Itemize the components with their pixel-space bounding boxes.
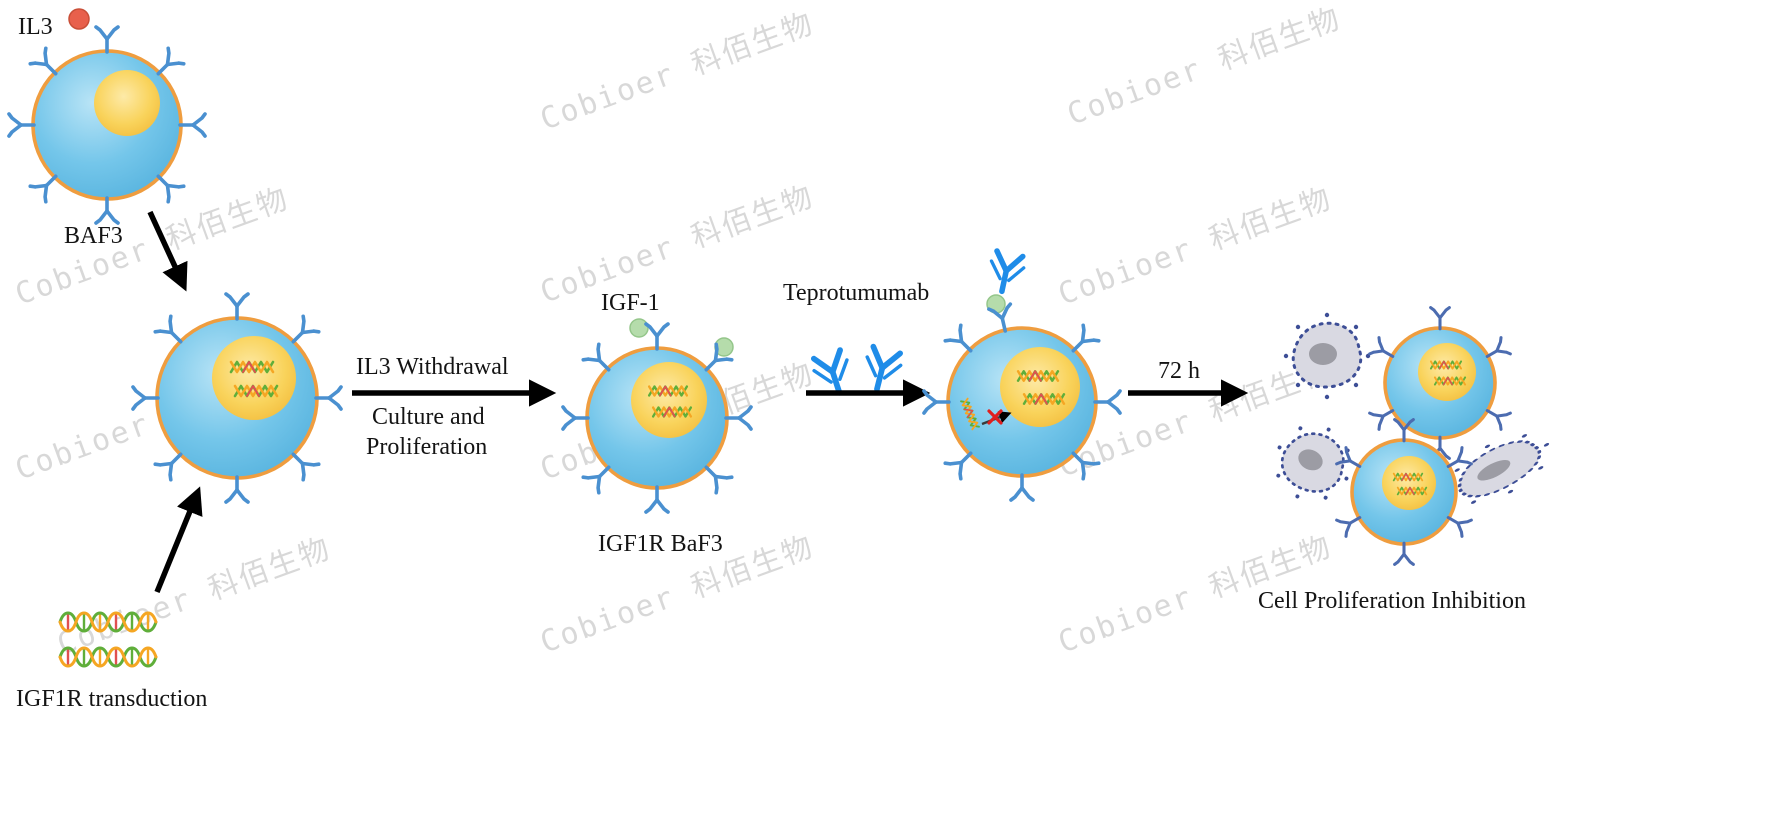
receptor-icon <box>224 292 250 321</box>
label-igf1: IGF-1 <box>601 290 660 316</box>
cell-igf1r-transduced <box>131 292 343 504</box>
receptor-icon <box>644 485 670 514</box>
receptor-icon <box>1429 306 1451 331</box>
cell-baf3 <box>7 25 207 225</box>
label-result: Cell Proliferation Inhibition <box>1258 588 1526 614</box>
apoptotic-cell <box>1282 311 1372 401</box>
antibody-icon <box>986 250 1026 295</box>
receptor-icon <box>94 25 120 54</box>
cell-nucleus <box>212 336 296 420</box>
watermark-text: Cobioer 科佰生物 <box>1054 181 1337 313</box>
cell-surviving-1 <box>1368 306 1512 460</box>
cell-nucleus <box>1000 347 1080 427</box>
antibody-icon <box>860 346 903 393</box>
receptor-icon <box>1393 541 1415 566</box>
label-il3: IL3 <box>18 14 53 40</box>
label-baf3: BAF3 <box>64 223 123 249</box>
receptor-icon <box>561 405 590 431</box>
label-proliferation: Proliferation <box>366 434 487 460</box>
arrow-baf3-to-transduced <box>147 210 188 292</box>
apoptotic-cell <box>1259 409 1367 517</box>
arrow-transduction-to-cell <box>154 486 203 594</box>
receptor-icon <box>1093 389 1122 415</box>
receptor-icon <box>7 112 36 138</box>
watermark-text: Cobioer 科佰生物 <box>1063 1 1346 133</box>
igf1-ligand-icon <box>629 318 649 338</box>
receptor-icon <box>1009 473 1035 502</box>
label-igf1r-baf3: IGF1R BaF3 <box>598 531 723 557</box>
watermark-text: Cobioer 科佰生物 <box>536 6 819 138</box>
cell-treated <box>922 302 1122 502</box>
label-igf1r-transduction: IGF1R transduction <box>16 686 207 712</box>
receptor-icon <box>644 322 670 351</box>
receptor-icon <box>178 112 207 138</box>
cell-nucleus <box>1382 456 1436 510</box>
cell-nucleus <box>1418 343 1476 401</box>
watermark-text: Cobioer 科佰生物 <box>53 531 336 663</box>
receptor-icon <box>224 475 250 504</box>
inhibition-x-icon <box>987 409 1003 425</box>
receptor-icon <box>314 385 343 411</box>
label-culture-and: Culture and <box>372 404 485 430</box>
watermark-text: Cobioer 科佰生物 <box>11 181 294 313</box>
cell-nucleus <box>631 362 707 438</box>
receptor-icon <box>94 196 120 225</box>
cell-igf1r-baf3 <box>561 322 753 514</box>
result-cluster <box>1259 306 1563 566</box>
il3-ligand-icon <box>68 8 90 30</box>
cell-nucleus <box>94 70 160 136</box>
blocked-signaling <box>960 397 1012 431</box>
receptor-icon <box>922 389 951 415</box>
watermark-text: Cobioer 科佰生物 <box>536 179 819 311</box>
label-duration: 72 h <box>1158 358 1200 384</box>
label-il3-withdrawal: IL3 Withdrawal <box>356 354 509 380</box>
cell-surviving-2 <box>1335 418 1473 566</box>
label-teprotumumab: Teprotumumab <box>783 280 929 306</box>
